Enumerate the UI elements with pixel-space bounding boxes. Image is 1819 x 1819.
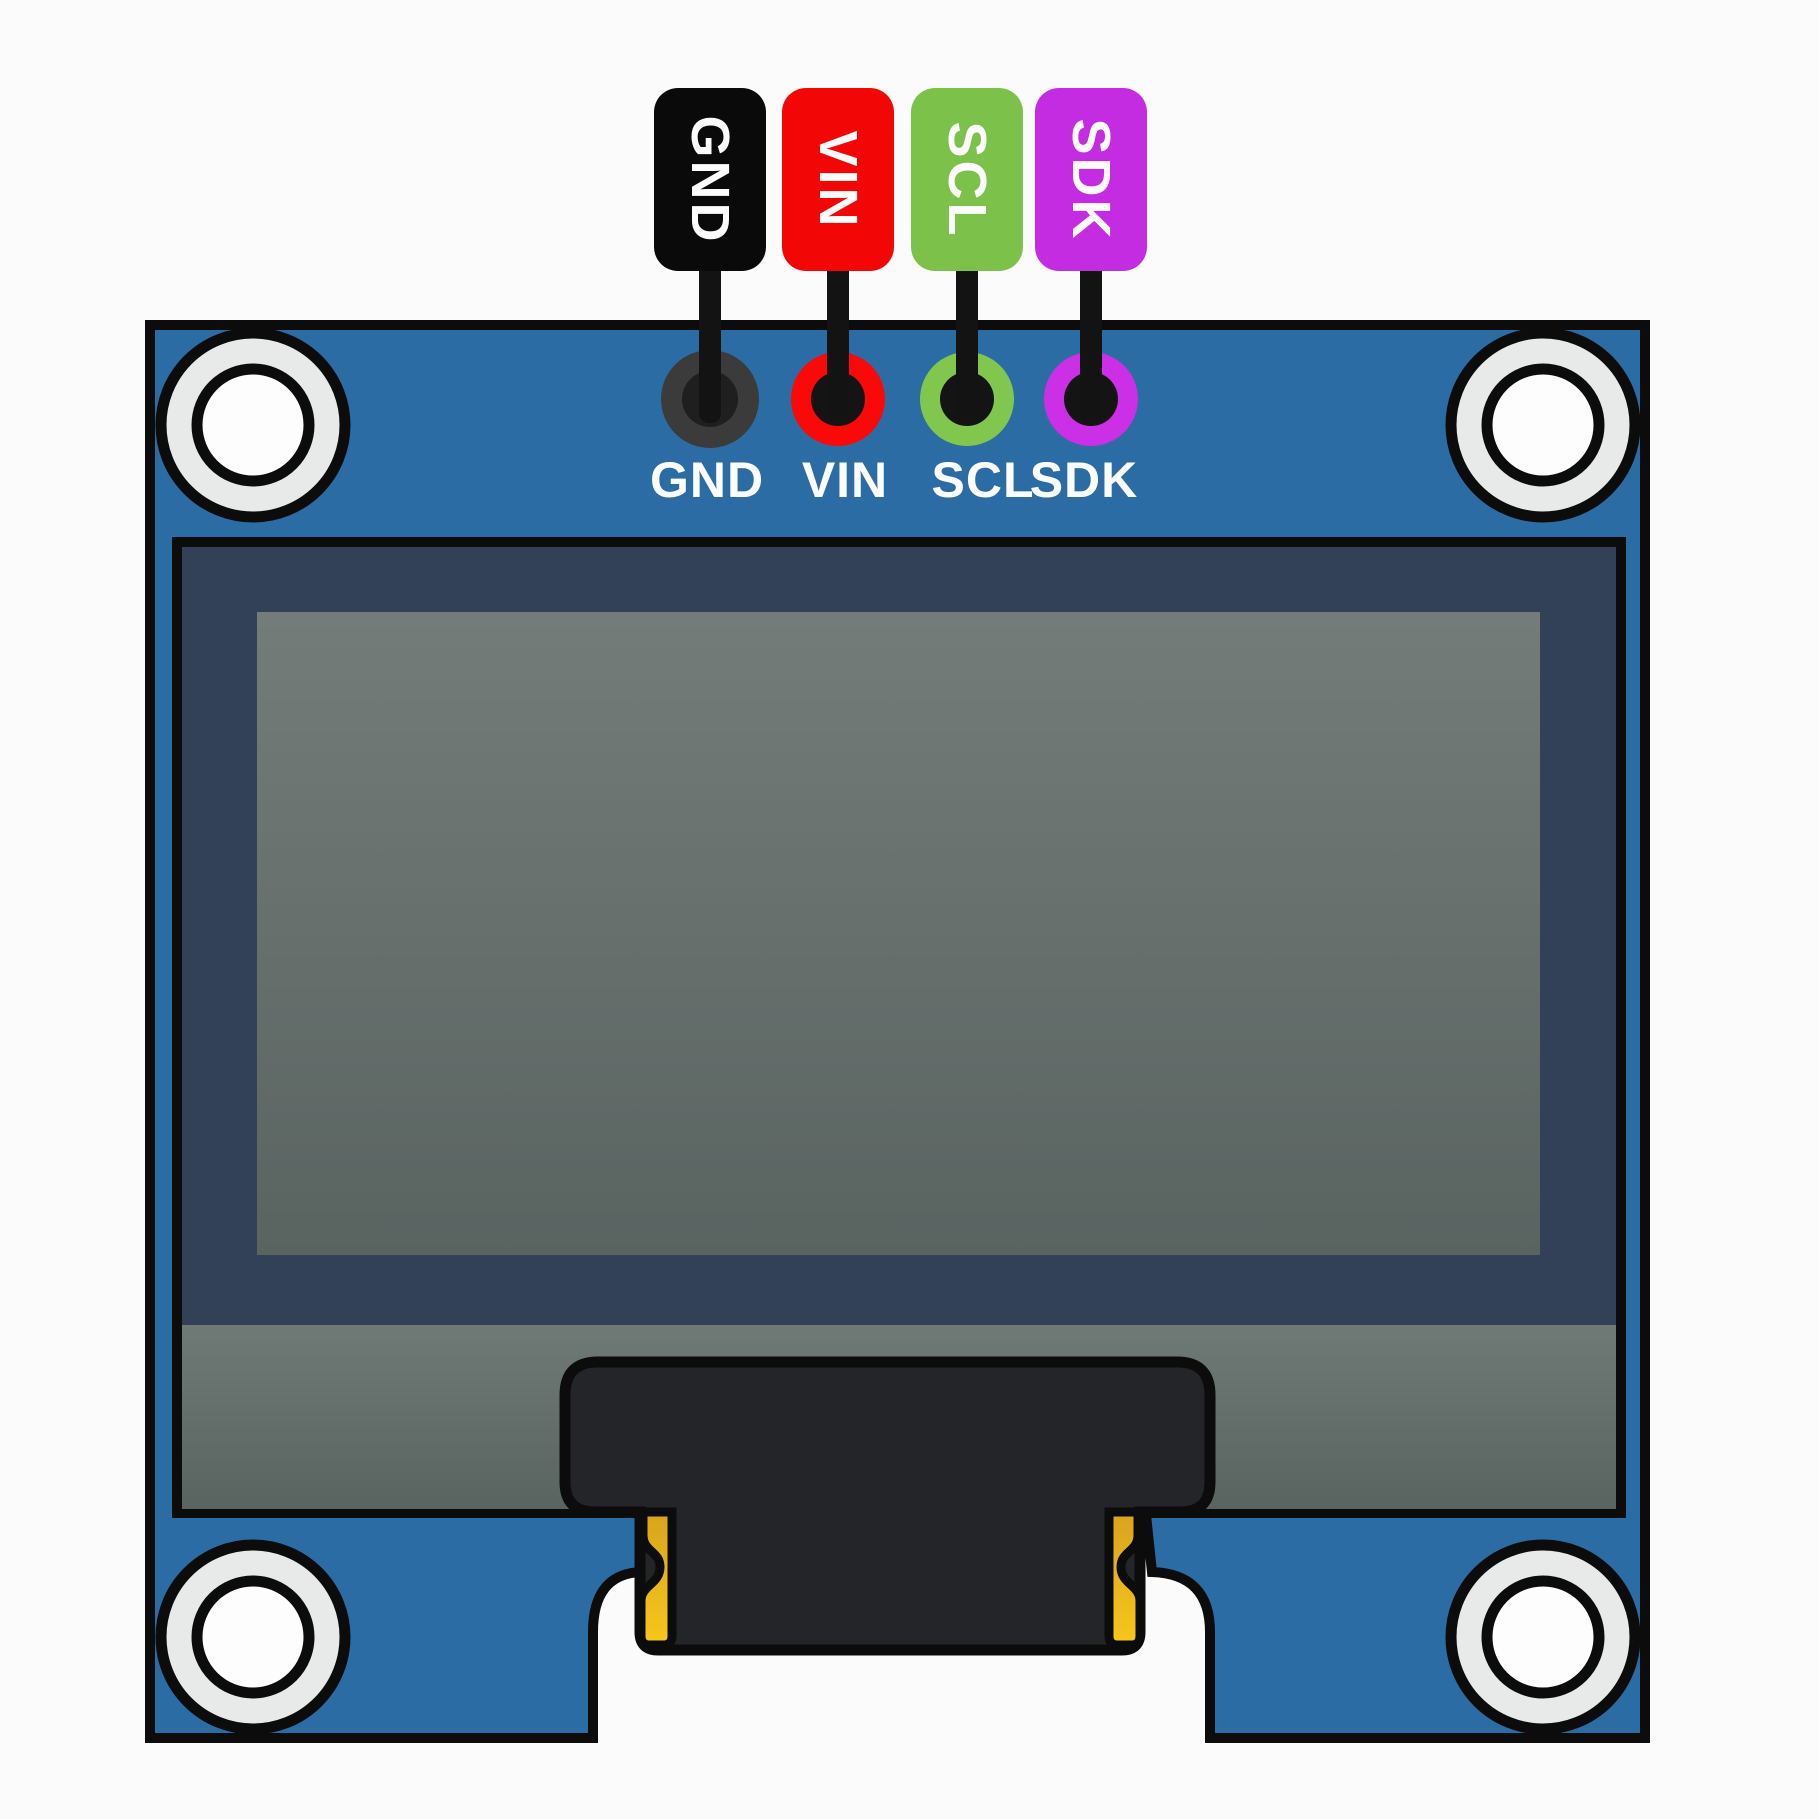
display-screen (257, 612, 1540, 1255)
pin-scl: SCL SCL (911, 88, 1035, 508)
pin-chip (1035, 88, 1147, 271)
pin-sdk: SDK SDK (1030, 88, 1147, 508)
mounting-hole-bottom-left (155, 1539, 351, 1735)
pin-wire (827, 250, 849, 423)
pin-board-label: SDK (1030, 452, 1139, 508)
mounting-hole-top-left (155, 327, 351, 523)
hole-center (1481, 1575, 1605, 1699)
hole-center (191, 363, 315, 487)
hole-center (191, 1575, 315, 1699)
pin-chip-label: GND (680, 116, 740, 245)
pin-chip-label: VIN (808, 130, 868, 229)
pin-gnd: GND GND (650, 88, 766, 508)
pin-vin: VIN VIN (782, 88, 894, 508)
pin-wire (699, 250, 721, 423)
pin-chip (911, 88, 1023, 271)
pin-board-label: SCL (932, 452, 1035, 508)
pin-board-label: GND (650, 452, 764, 508)
hole-center (1481, 363, 1605, 487)
pin-wire (1080, 250, 1102, 423)
pin-chip-label: SDK (1061, 118, 1121, 241)
gold-pad-left (636, 1507, 677, 1650)
gold-pad-right (1104, 1507, 1145, 1650)
pin-board-label: VIN (802, 452, 888, 508)
mounting-hole-top-right (1445, 327, 1641, 523)
pin-chip-label: SCL (937, 122, 997, 239)
pin-chip (654, 88, 766, 271)
pin-wire (956, 250, 978, 423)
pin-chip (782, 88, 894, 271)
mounting-hole-bottom-right (1445, 1539, 1641, 1735)
